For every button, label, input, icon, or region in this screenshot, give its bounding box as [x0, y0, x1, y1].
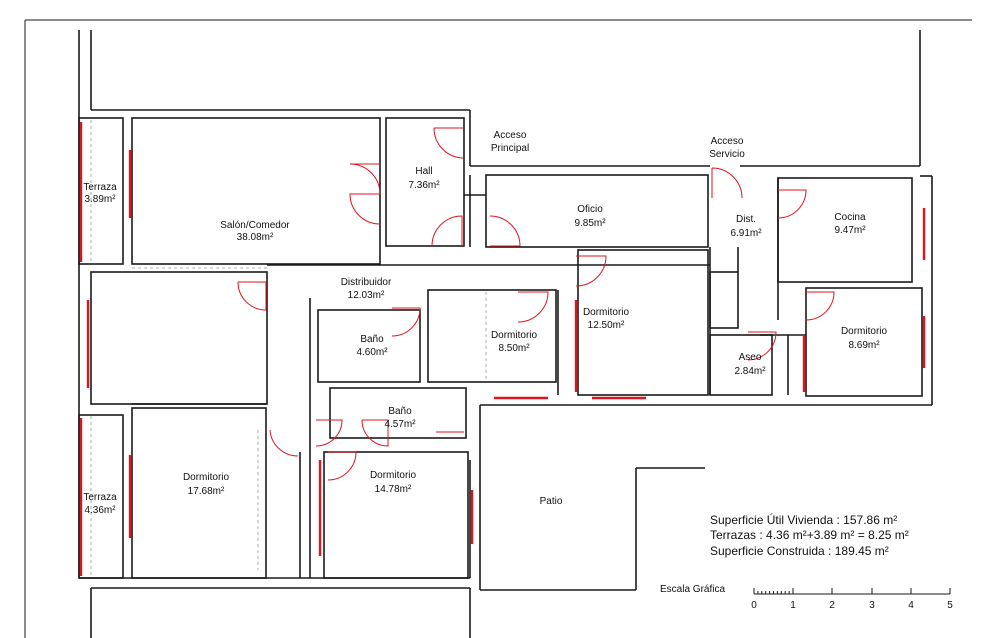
scale-tick-label: 1	[790, 600, 796, 611]
room-name: Terraza	[83, 182, 117, 193]
scale-title: Escala Gráfica	[660, 584, 725, 595]
room-name: Patio	[540, 496, 563, 507]
room-area: Principal	[491, 143, 529, 154]
room-name: Dormitorio	[583, 307, 630, 318]
scale-tick-label: 4	[908, 600, 914, 611]
room-area: 3.89m²	[84, 194, 116, 205]
room-name: Distribuidor	[341, 277, 392, 288]
room-area: 9.47m²	[834, 225, 866, 236]
room-name: Dormitorio	[841, 326, 888, 337]
doors	[237, 127, 835, 481]
room-area: 38.08m²	[237, 232, 274, 243]
room-area: 14.78m²	[375, 484, 412, 495]
room-area: 12.03m²	[348, 290, 385, 301]
room-name: Aseo	[739, 352, 762, 363]
room-area: 8.50m²	[498, 343, 530, 354]
summary-terrazas: Terrazas : 4.36 m²+3.89 m² = 8.25 m²	[710, 528, 909, 542]
room-area: 8.69m²	[848, 340, 880, 351]
room-area: 12.50m²	[588, 320, 625, 331]
room-area: 4.36m²	[84, 505, 116, 516]
room-area: 6.91m²	[730, 228, 762, 239]
room-name: Salón/Comedor	[220, 220, 290, 231]
scale-tick-label: 5	[947, 600, 953, 611]
room-name: Hall	[415, 166, 432, 177]
scale-minor-ticks	[757, 591, 790, 594]
room-name: Baño	[388, 406, 412, 417]
room-name: Dormitorio	[370, 470, 417, 481]
room-area: 17.68m²	[188, 486, 225, 497]
scale-tick-label: 2	[829, 600, 835, 611]
room-area: 7.36m²	[408, 180, 440, 191]
room-labels: Terraza 3.89m² Salón/Comedor 38.08m² Hal…	[83, 130, 887, 516]
room-area: 9.85m²	[574, 218, 606, 229]
room-name: Baño	[360, 334, 384, 345]
room-name: Acceso	[494, 130, 527, 141]
surface-summary: Superficie Útil Vivienda : 157.86 m² Ter…	[710, 512, 909, 558]
summary-construida: Superficie Construida : 189.45 m²	[710, 544, 889, 558]
room-name: Cocina	[834, 212, 866, 223]
summary-util: Superficie Útil Vivienda : 157.86 m²	[710, 512, 897, 527]
room-area: 2.84m²	[734, 366, 766, 377]
room-area: Servicio	[709, 149, 745, 160]
dashed-lines	[90, 120, 487, 576]
room-name: Dormitorio	[491, 330, 538, 341]
scale-major-ticks	[753, 588, 951, 594]
room-area: 4.60m²	[356, 347, 388, 358]
scale-tick-label: 3	[869, 600, 875, 611]
room-name: Dormitorio	[183, 472, 230, 483]
graphic-scale: Escala Gráfica 0 1 2 3 4 5	[660, 584, 953, 611]
room-area: 4.57m²	[384, 419, 416, 430]
room-name: Oficio	[577, 204, 603, 215]
room-name: Terraza	[83, 492, 117, 503]
room-name: Acceso	[711, 136, 744, 147]
scale-tick-label: 0	[751, 600, 757, 611]
room-name: Dist.	[736, 214, 756, 225]
windows	[79, 122, 926, 576]
